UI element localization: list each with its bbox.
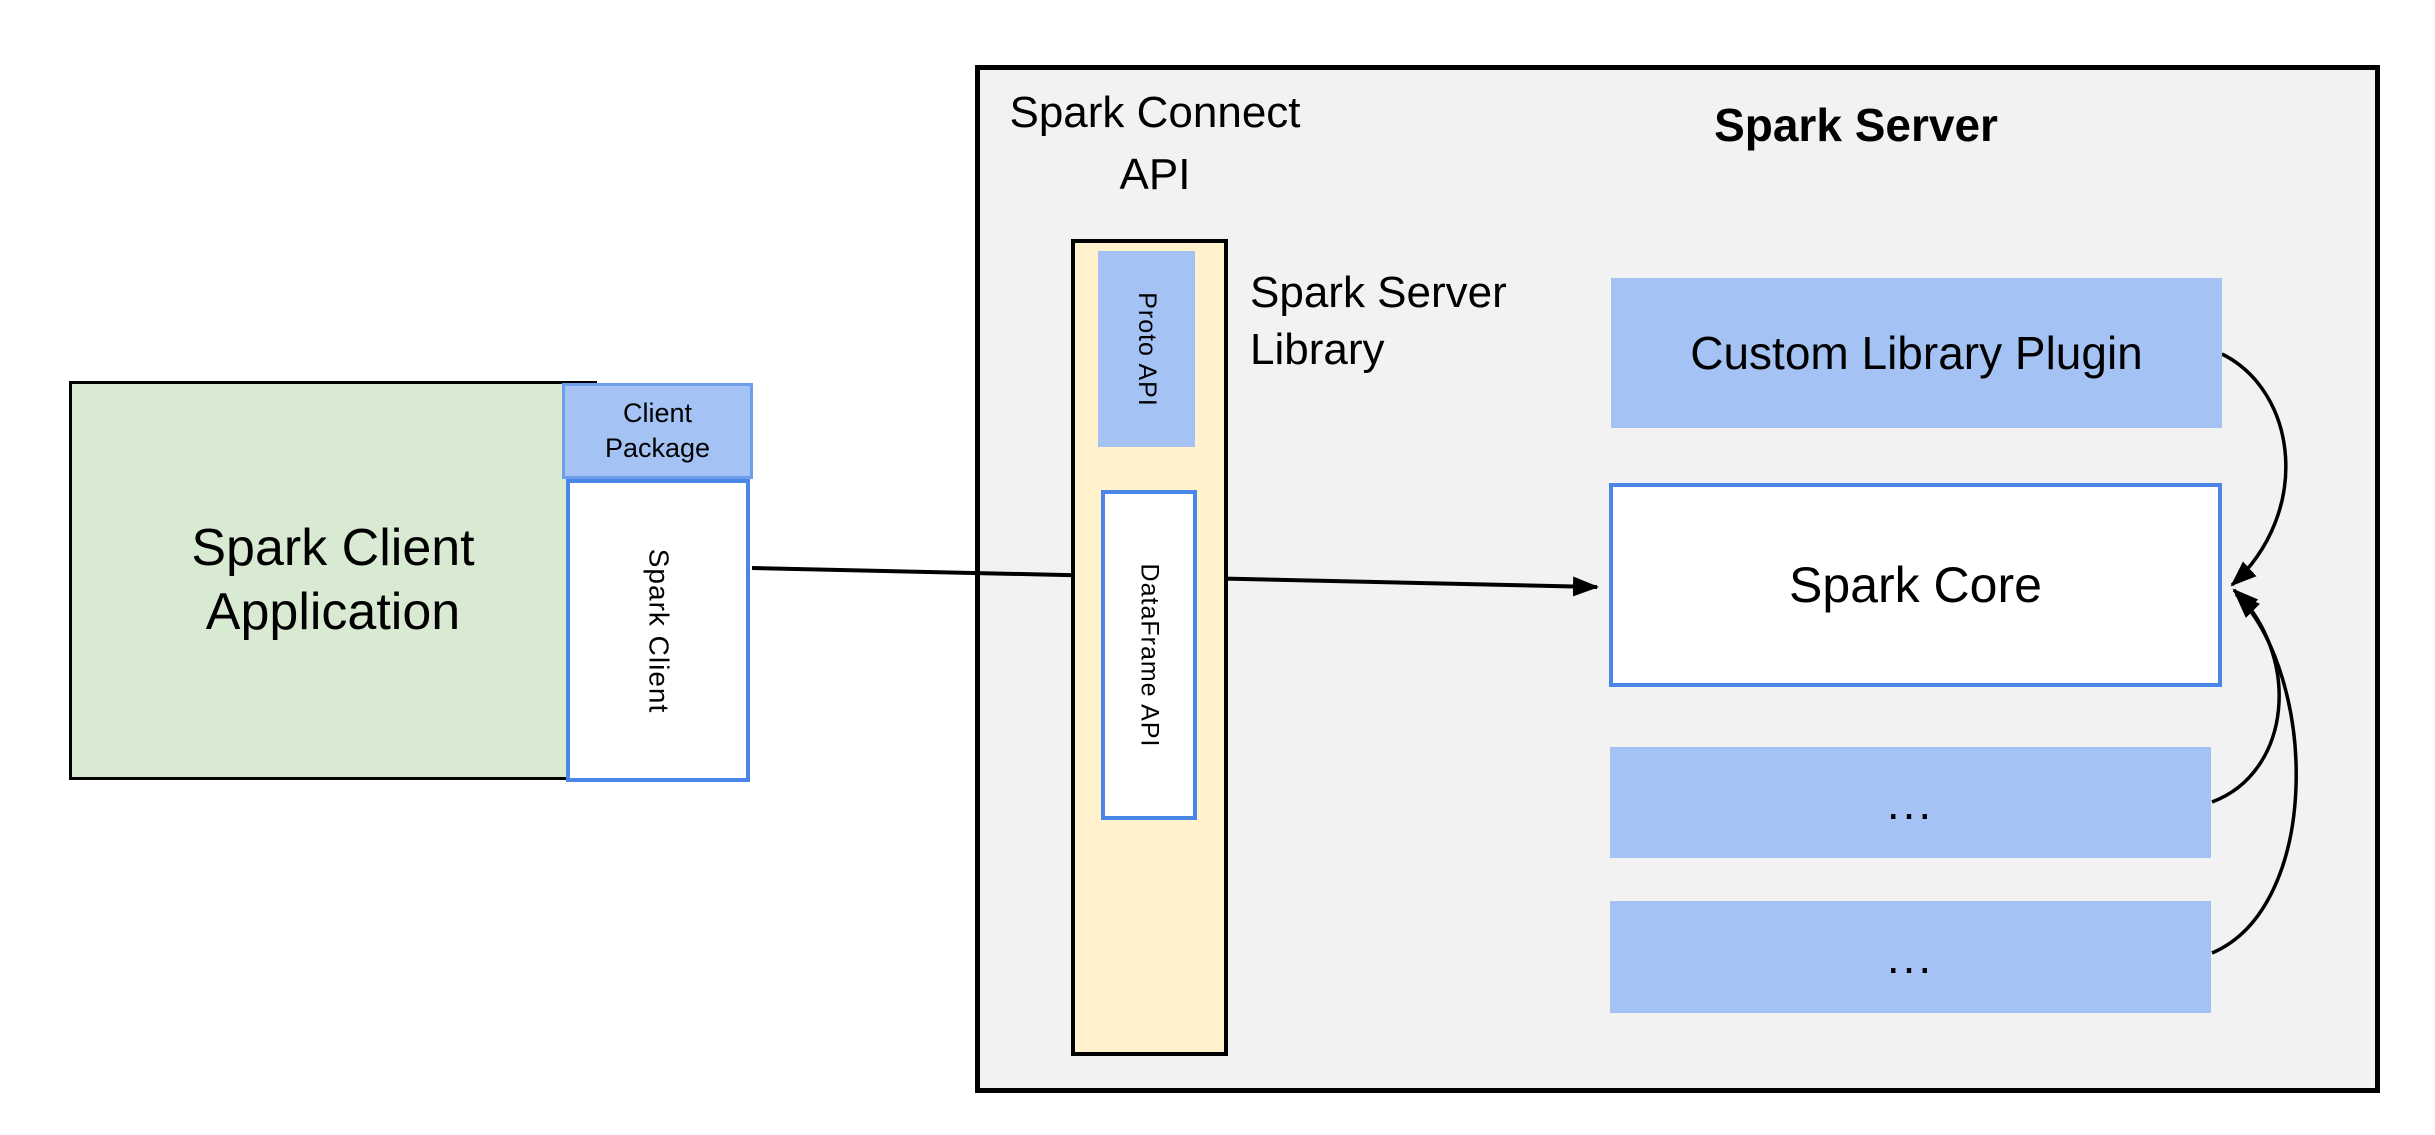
spark-client-application-label: Spark Client Application <box>191 519 475 641</box>
dataframe-api-label: DataFrame API <box>1135 563 1164 747</box>
plugin-slot-1-box: ... <box>1610 747 2211 858</box>
proto-api-label: Proto API <box>1133 291 1161 407</box>
plugin-slot-1-label: ... <box>1886 776 1935 829</box>
plugin-slot-2-box: ... <box>1610 901 2211 1013</box>
spark-core-box: Spark Core <box>1609 483 2222 687</box>
plugin-slot-2-label: ... <box>1886 931 1935 983</box>
client-package-box: Client Package <box>562 383 753 479</box>
spark-core-label: Spark Core <box>1789 557 2042 613</box>
proto-api-box: Proto API <box>1098 251 1195 447</box>
spark-client-label: Spark Client <box>642 548 674 713</box>
spark-server-library-label: Spark Server Library <box>1250 268 1507 375</box>
dataframe-api-box: DataFrame API <box>1101 490 1197 820</box>
plugin-slot2-to-spark-core-arrow <box>2211 592 2298 955</box>
spark-server-title: Spark Server <box>1714 99 1998 151</box>
spark-client-application-box: Spark Client Application <box>69 381 597 780</box>
spark-connect-api-label: Spark Connect API <box>1009 88 1301 199</box>
client-package-label: Client Package <box>604 398 711 463</box>
plugin-slot1-to-spark-core-arrow <box>2211 588 2281 804</box>
custom-library-plugin-box: Custom Library Plugin <box>1611 278 2222 428</box>
custom-library-plugin-label: Custom Library Plugin <box>1690 327 2143 379</box>
spark-client-box: Spark Client <box>566 479 750 782</box>
custom-plugin-to-spark-core-arrow <box>2221 352 2288 587</box>
